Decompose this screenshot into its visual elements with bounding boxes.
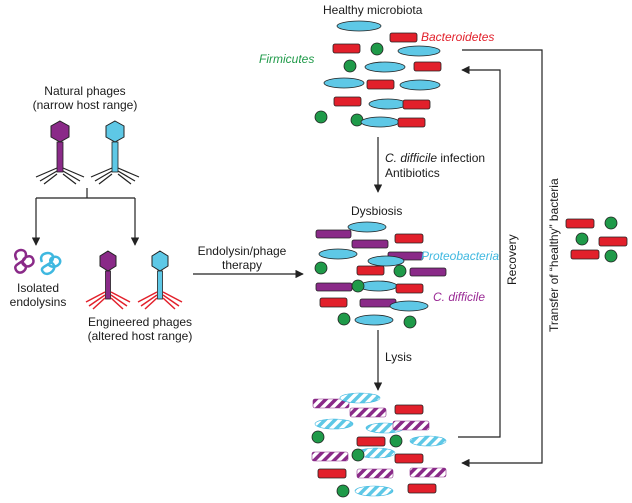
transfer-label: Transfer of “healthy” bacteria — [547, 178, 561, 332]
lysed-cluster — [311, 392, 447, 498]
cdifficile-label: C. difficile — [433, 290, 486, 304]
healthy-microbiota-cluster — [314, 20, 442, 128]
recovery-label: Recovery — [505, 234, 519, 285]
endolysins-line: endolysins — [9, 295, 67, 309]
bacteroidetes-label: Bacteroidetes — [421, 30, 495, 44]
natural-phages-subtitle: (narrow host range) — [32, 98, 138, 112]
engineered-phage-blue-icon — [137, 250, 183, 310]
proteobacteria-label: Proteobacteria — [421, 249, 500, 263]
engineered-phages-label: Engineered phages (altered host range) — [75, 315, 205, 343]
infection-species: C. difficile — [385, 151, 438, 165]
therapy-line-1: Endolysin/phage — [197, 244, 287, 258]
endolysin-blue-icon — [39, 251, 62, 276]
natural-phages-label: Natural phages (narrow host range) — [20, 84, 150, 112]
firmicutes-label: Firmicutes — [259, 52, 315, 66]
infection-label: C. difficile infection — [385, 151, 485, 165]
therapy-line-2: therapy — [221, 258, 263, 272]
natural-phages-title: Natural phages — [44, 84, 126, 98]
natural-phage-purple-icon — [35, 120, 85, 185]
antibiotics-label: Antibiotics — [385, 166, 440, 180]
transfer-arrow — [461, 49, 543, 468]
therapy-label: Endolysin/phage therapy — [186, 244, 298, 272]
isolated-line: Isolated — [16, 281, 60, 295]
transfer-bacteria-group — [565, 216, 628, 263]
endolysin-purple-icon — [14, 248, 35, 274]
dysbiosis-cluster — [314, 221, 447, 329]
infection-word: infection — [437, 151, 486, 165]
engineered-phages-title: Engineered phages — [87, 315, 193, 329]
split-arrow — [31, 188, 140, 246]
lysis-label: Lysis — [385, 350, 412, 364]
natural-phage-blue-icon — [90, 120, 140, 185]
engineered-phages-subtitle: (altered host range) — [87, 329, 193, 343]
engineered-phage-purple-icon — [85, 250, 131, 310]
healthy-microbiota-title: Healthy microbiota — [323, 3, 423, 17]
isolated-endolysins-label: Isolated endolysins — [0, 281, 76, 309]
dysbiosis-title: Dysbiosis — [351, 204, 403, 218]
recovery-arrow — [458, 65, 501, 438]
